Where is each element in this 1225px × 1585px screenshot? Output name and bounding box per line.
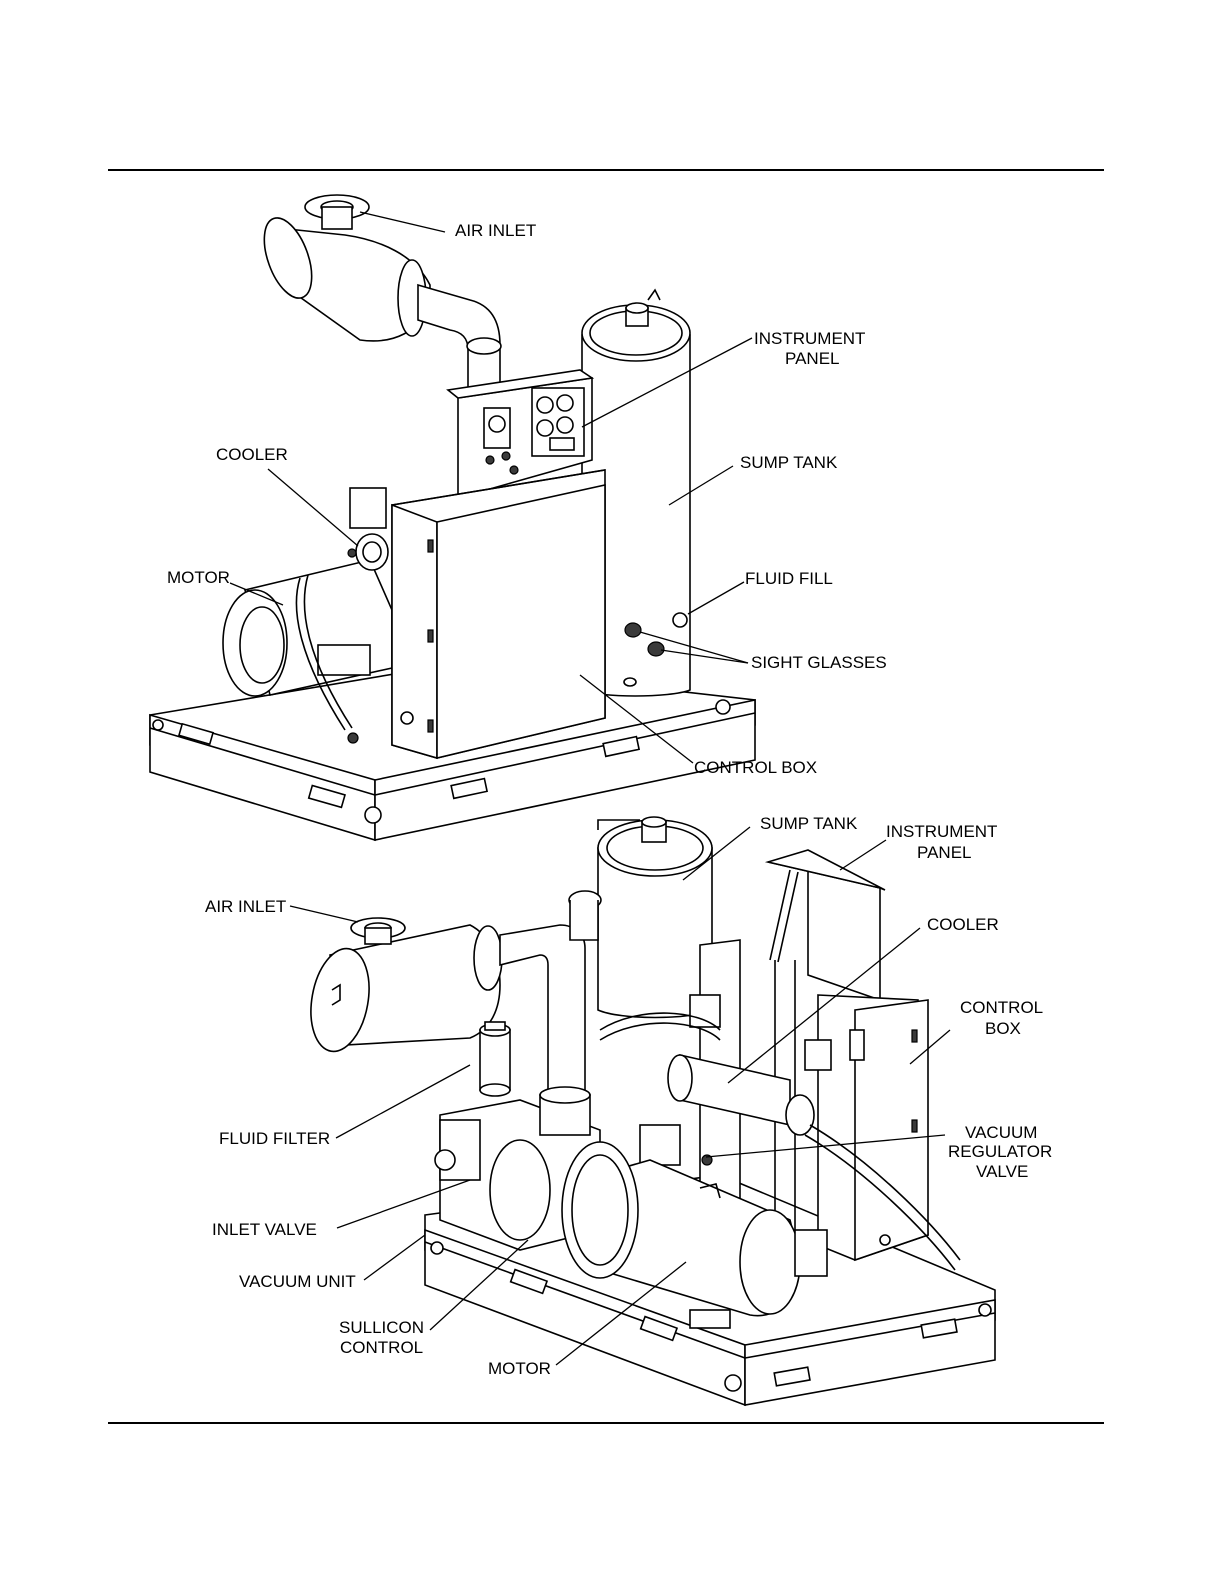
label-instrument-panel-top-line2: PANEL [785,349,840,368]
label-cooler-bottom: COOLER [927,915,999,934]
label-vacuum-unit-bottom: VACUUM UNIT [239,1272,356,1291]
label-instrument-panel-top-line1: INSTRUMENT [754,329,865,348]
label-inlet-valve-bottom: INLET VALVE [212,1220,317,1239]
label-air-inlet-top: AIR INLET [455,221,536,240]
top-control-box [392,470,605,758]
label-vacuum-regulator-valve-line1: VACUUM [965,1123,1037,1142]
label-cooler-top: COOLER [216,445,288,464]
label-control-box-bottom-line1: CONTROL [960,998,1043,1017]
label-fluid-fill-top: FLUID FILL [745,569,833,588]
label-motor-bottom: MOTOR [488,1359,551,1378]
top-unit-diagram [150,195,755,840]
label-air-inlet-bottom: AIR INLET [205,897,286,916]
bottom-unit-diagram [303,817,995,1405]
label-vacuum-regulator-valve-line3: VALVE [976,1162,1028,1181]
label-sight-glasses-top: SIGHT GLASSES [751,653,887,672]
bottom-instrument-panel [768,850,885,1000]
label-vacuum-regulator-valve-line2: REGULATOR [948,1142,1052,1161]
bottom-sump-tank [598,817,712,1018]
label-instrument-panel-bottom-line1: INSTRUMENT [886,822,997,841]
label-control-box-bottom-line2: BOX [985,1019,1021,1038]
label-control-box-top: CONTROL BOX [694,758,817,777]
top-cooler [348,488,388,570]
label-instrument-panel-bottom-line2: PANEL [917,843,972,862]
label-sullicon-control-line2: CONTROL [340,1338,423,1357]
label-sump-tank-bottom: SUMP TANK [760,814,858,833]
label-sullicon-control-line1: SULLICON [339,1318,424,1337]
bottom-fluid-filter [480,1022,510,1096]
label-fluid-filter-bottom: FLUID FILTER [219,1129,330,1148]
label-sump-tank-top: SUMP TANK [740,453,838,472]
label-motor-top: MOTOR [167,568,230,587]
